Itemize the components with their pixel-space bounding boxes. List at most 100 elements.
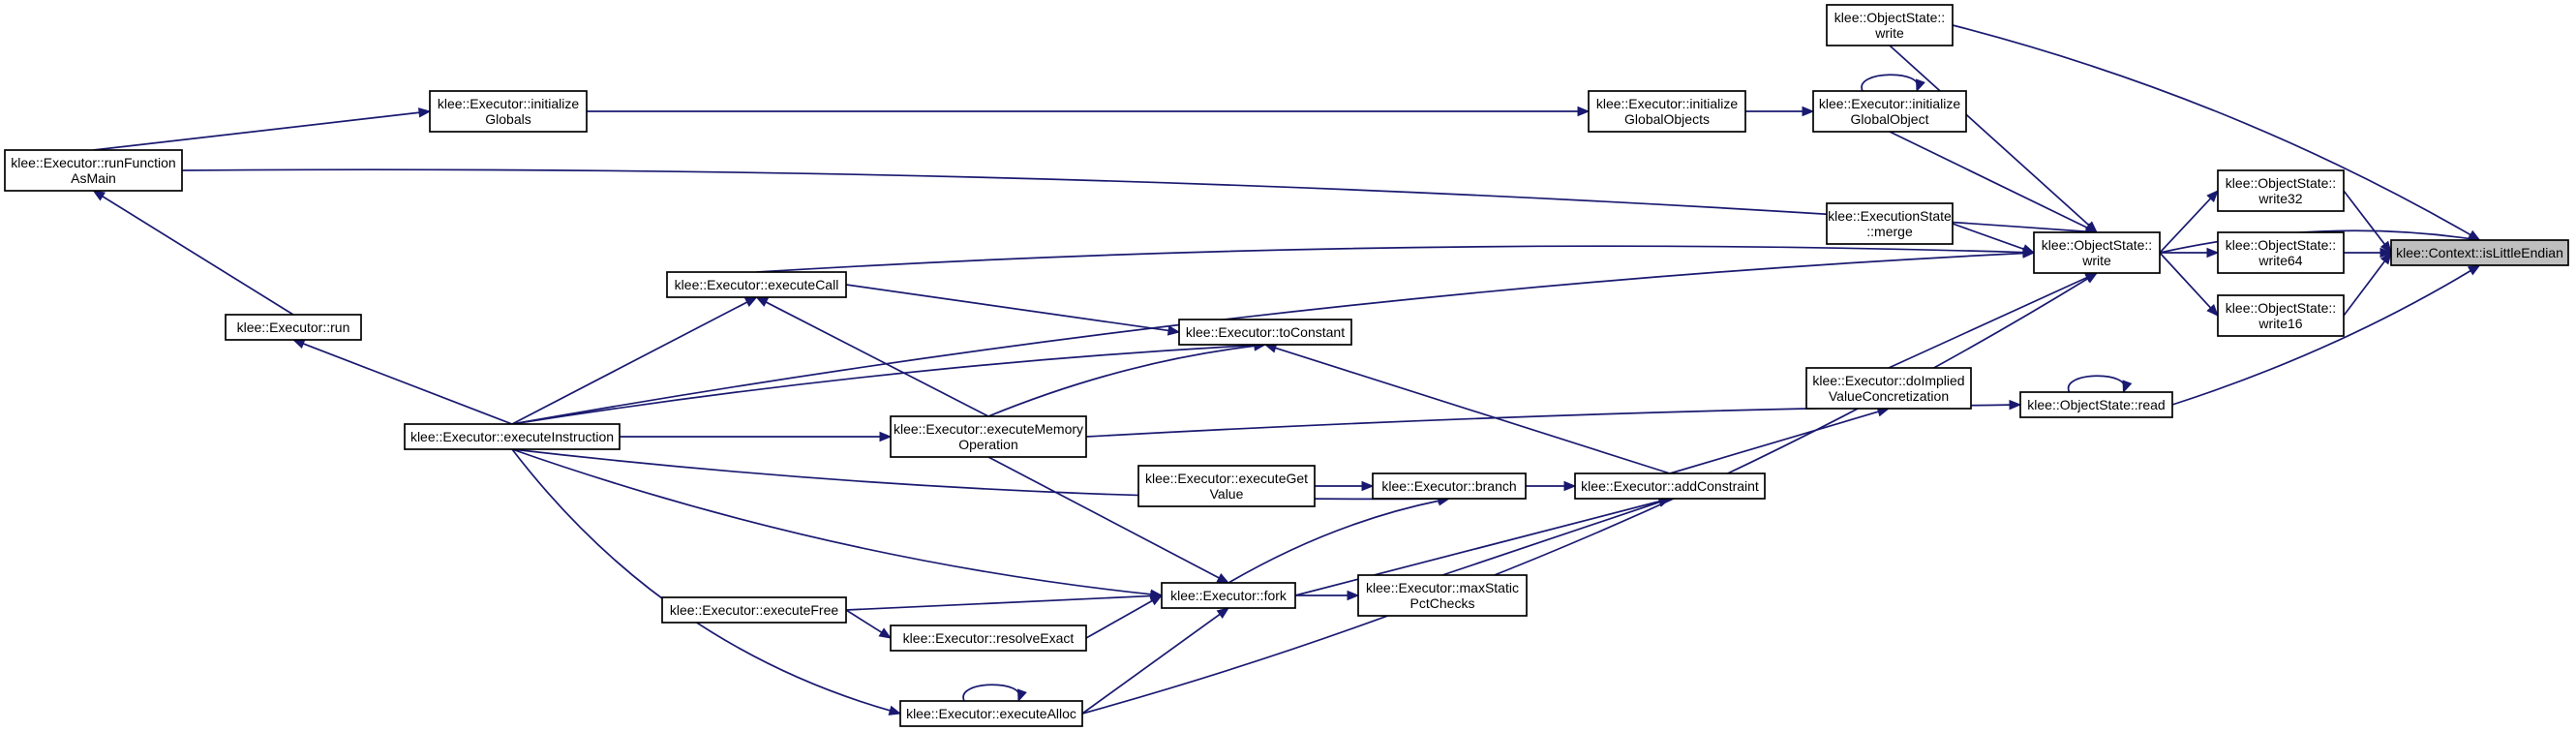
node-label: write16: [2258, 316, 2302, 331]
node-box: [1178, 319, 1352, 346]
node-label: klee::Executor::toConstant: [1186, 324, 1345, 340]
call-edge: [1441, 497, 1672, 576]
node-os-write16[interactable]: klee::ObjectState::write16: [2217, 294, 2345, 337]
node-resolve-exact[interactable]: klee::Executor::resolveExact: [890, 624, 1087, 652]
call-edge-line: [511, 448, 1153, 595]
call-edge-arrowhead: [1802, 106, 1815, 117]
call-edge-arrowhead: [1017, 688, 1027, 703]
node-run[interactable]: klee::Executor::run: [225, 314, 362, 341]
call-edge-line: [962, 684, 1020, 702]
node-fork[interactable]: klee::Executor::fork: [1161, 582, 1296, 609]
call-edge: [1315, 480, 1375, 492]
call-edge-line: [1274, 347, 1671, 474]
node-execute-free[interactable]: klee::Executor::executeFree: [661, 596, 847, 624]
call-edge-line: [1888, 276, 2089, 369]
node-label: klee::Executor::initialize: [438, 96, 580, 111]
call-edge: [93, 107, 432, 151]
node-label: AsMain: [71, 170, 116, 186]
call-edge-arrowhead: [743, 296, 758, 307]
call-edge-line: [302, 342, 513, 425]
call-edge-line: [511, 448, 892, 713]
call-edge: [587, 106, 1591, 117]
node-box: [404, 423, 621, 450]
call-edge-arrowhead: [2084, 272, 2099, 284]
call-edge-arrowhead: [1577, 106, 1591, 117]
call-edge-arrowhead: [1167, 325, 1181, 336]
node-os-read[interactable]: klee::ObjectState::read: [2019, 391, 2173, 418]
node-os-write[interactable]: klee::ObjectState::write: [2033, 231, 2161, 274]
call-edge-line: [1889, 131, 2089, 229]
node-do-implied[interactable]: klee::Executor::doImpliedValueConcretiza…: [1805, 367, 1972, 410]
node-os-write32[interactable]: klee::ObjectState::write32: [2217, 169, 2345, 212]
call-edge: [1952, 223, 2036, 255]
call-edge-arrowhead: [291, 339, 306, 350]
call-edge: [2343, 190, 2392, 255]
node-os-write-top[interactable]: klee::ObjectState::write: [1826, 4, 1954, 46]
node-label: ::merge: [1866, 224, 1913, 239]
call-edge: [1669, 407, 1891, 474]
call-edge-line: [1441, 501, 1661, 576]
call-edge-arrowhead: [2379, 251, 2392, 265]
node-to-constant[interactable]: klee::Executor::toConstant: [1178, 319, 1352, 346]
call-edge-line: [1085, 599, 1154, 639]
call-edge: [1526, 480, 1577, 492]
node-is-little-endian[interactable]: klee::Context::isLittleEndian: [2390, 239, 2569, 266]
node-execute-alloc[interactable]: klee::Executor::executeAlloc: [899, 700, 1083, 727]
call-edge: [2159, 190, 2219, 254]
node-execute-instruction[interactable]: klee::Executor::executeInstruction: [404, 423, 621, 450]
node-box: [2217, 231, 2345, 274]
call-edge-line: [2159, 252, 2212, 310]
call-edge: [845, 284, 1181, 336]
call-edge-arrowhead: [2206, 303, 2219, 317]
node-label: klee::Executor::executeCall: [675, 277, 839, 292]
node-label: klee::Executor::doImplied: [1812, 373, 1964, 388]
node-box: [4, 149, 183, 192]
call-edge-arrowhead: [1149, 594, 1164, 606]
node-label: klee::Executor::branch: [1381, 478, 1516, 494]
node-add-constraint[interactable]: klee::Executor::addConstraint: [1574, 472, 1766, 500]
node-label: ValueConcretization: [1829, 388, 1949, 404]
node-box: [890, 415, 1087, 458]
node-label: klee::Executor::resolveExact: [903, 630, 1075, 646]
call-edge: [1952, 24, 2481, 241]
call-edge-line: [181, 168, 2088, 233]
call-edge-arrowhead: [2122, 380, 2133, 394]
call-edge-line: [845, 594, 1153, 611]
node-execute-call[interactable]: klee::Executor::executeCall: [666, 271, 847, 298]
call-edge-arrowhead: [2206, 190, 2219, 202]
call-edge-line: [2171, 269, 2472, 406]
call-edge-arrowhead: [2467, 264, 2481, 276]
node-label: write: [1874, 25, 1904, 41]
node-os-write64[interactable]: klee::ObjectState::write64: [2217, 231, 2345, 274]
call-edge-arrowhead: [888, 705, 902, 716]
call-edge-line: [2343, 259, 2386, 317]
node-label: klee::ObjectState::read: [2027, 397, 2165, 412]
call-edge-line: [1889, 45, 2091, 227]
call-edge: [2343, 251, 2392, 317]
node-box: [666, 271, 847, 298]
node-label: klee::Executor::executeAlloc: [906, 706, 1076, 721]
node-box: [2217, 169, 2345, 212]
node-box: [1137, 465, 1316, 507]
node-box: [890, 624, 1087, 652]
node-label: klee::ObjectState::: [1834, 10, 1945, 25]
call-edge-line: [845, 284, 1170, 332]
node-box: [1588, 90, 1746, 133]
node-branch[interactable]: klee::Executor::branch: [1372, 472, 1527, 500]
call-edge: [2160, 247, 2220, 259]
call-edge-line: [1669, 411, 1880, 474]
node-label: GlobalObject: [1851, 111, 1929, 127]
node-label: klee::Executor::initialize: [1596, 96, 1739, 111]
call-edge-arrowhead: [92, 190, 106, 201]
node-label: write: [2081, 253, 2111, 268]
node-box: [1574, 472, 1766, 500]
node-es-merge[interactable]: klee::ExecutionState::merge: [1826, 202, 1954, 245]
node-box: [2390, 239, 2569, 266]
